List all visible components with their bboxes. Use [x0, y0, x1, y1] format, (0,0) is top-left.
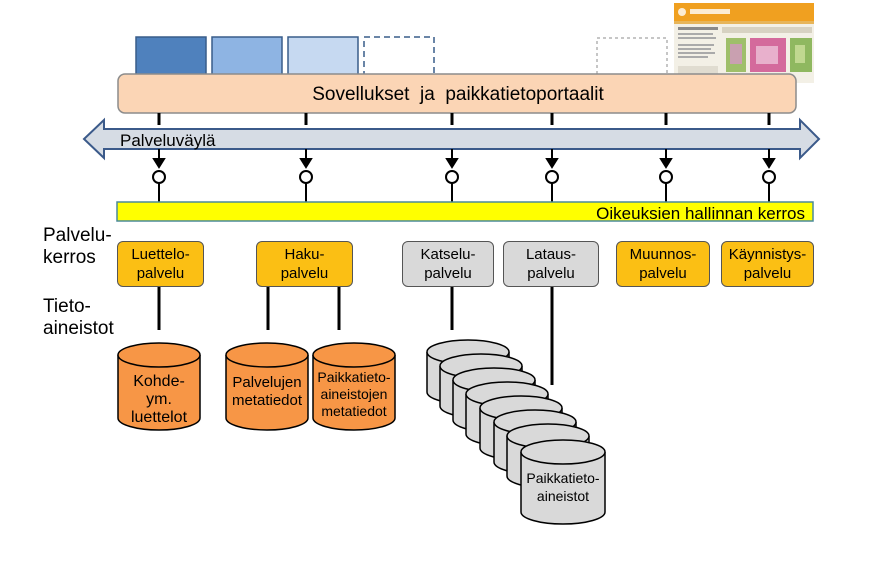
- service-download: Lataus- palvelu: [503, 241, 599, 287]
- service-label-line2: palvelu: [136, 265, 185, 282]
- circle-to-layer-lines: [158, 183, 770, 203]
- datastore-catalog-label: Kohde- ym. luettelot: [118, 373, 200, 427]
- connector-circle: [659, 170, 673, 184]
- datastore-dataset-metadata: [312, 342, 396, 431]
- datastore-datasets-line1: Paikkatieto-: [526, 470, 600, 486]
- data-layer-label: Tieto- aineistot: [43, 296, 114, 340]
- datastore-service-metadata-label: Palvelujen metatiedot: [222, 374, 312, 410]
- portal-bar-label: Sovellukset ja paikkatietoportaalit: [312, 84, 604, 105]
- data-layer-label-line1: Tieto-: [43, 296, 91, 317]
- connector-circle: [545, 170, 559, 184]
- connector-circle: [299, 170, 313, 184]
- portal-bar: [117, 73, 797, 114]
- service-label-line2: palvelu: [527, 265, 575, 282]
- service-label-line2: palvelu: [639, 265, 687, 282]
- connector-circle: [445, 170, 459, 184]
- rights-management-layer: [116, 201, 814, 222]
- service-layer-label-line1: Palvelu-: [43, 225, 112, 246]
- datastore-datasets-line2: aineistot: [536, 488, 590, 504]
- service-label-line2: palvelu: [280, 265, 329, 282]
- service-label-line1: Katselu-: [420, 246, 476, 263]
- service-label-line1: Käynnistys-: [728, 246, 807, 263]
- datastore-service-metadata-line2: metatiedot: [231, 392, 303, 409]
- datastore-datasets-label: Paikkatieto- aineistot: [518, 469, 608, 505]
- datastore-dataset-metadata-line1: Paikkatieto-: [317, 369, 391, 385]
- datastore-dataset-metadata-label: Paikkatieto- aineistojen metatiedot: [309, 369, 399, 420]
- datastore-catalog-line2: ym.: [146, 391, 172, 408]
- datastore-service-metadata: [225, 342, 309, 431]
- service-label-line2: palvelu: [743, 265, 792, 282]
- rights-management-label: Oikeuksien hallinnan kerros: [596, 204, 805, 223]
- portal-connectors: [157, 113, 771, 125]
- connector-circle: [762, 170, 776, 184]
- bus-connectors: [152, 149, 776, 169]
- datastore-catalog-line1: Kohde-: [133, 373, 185, 390]
- connector-circle: [152, 170, 166, 184]
- dataset-cylinder-front: [520, 439, 606, 525]
- service-layer-label-line2: kerros: [43, 247, 96, 268]
- datastore-service-metadata-line1: Palvelujen: [232, 374, 302, 391]
- service-label-line1: Lataus-: [525, 246, 577, 263]
- datastore-catalog-line3: luettelot: [130, 409, 188, 426]
- portal-screenshot-thumbnail: [674, 3, 814, 83]
- service-bus-arrow: [82, 117, 821, 161]
- data-layer-label-line2: aineistot: [43, 318, 114, 339]
- service-label-line1: Haku-: [284, 246, 325, 263]
- service-invoke: Käynnistys- palvelu: [721, 241, 814, 287]
- service-transformation: Muunnos- palvelu: [616, 241, 710, 287]
- service-view: Katselu- palvelu: [402, 241, 494, 287]
- service-label-line2: palvelu: [424, 265, 472, 282]
- service-label-line1: Luettelo-: [131, 246, 190, 263]
- service-discovery: Haku- palvelu: [256, 241, 353, 287]
- service-bus-label: Palveluväylä: [120, 131, 216, 150]
- service-label-line1: Muunnos-: [629, 246, 697, 263]
- datastore-dataset-metadata-line2: aineistojen: [320, 386, 388, 402]
- connector-circles: [152, 170, 776, 184]
- service-catalog: Luettelo- palvelu: [117, 241, 204, 287]
- service-to-data-lines: [157, 286, 554, 385]
- datastore-datasets-stack: [426, 339, 606, 525]
- datastore-catalog: [117, 342, 201, 431]
- service-layer-label: Palvelu- kerros: [43, 225, 112, 269]
- datastore-dataset-metadata-line3: metatiedot: [321, 403, 387, 419]
